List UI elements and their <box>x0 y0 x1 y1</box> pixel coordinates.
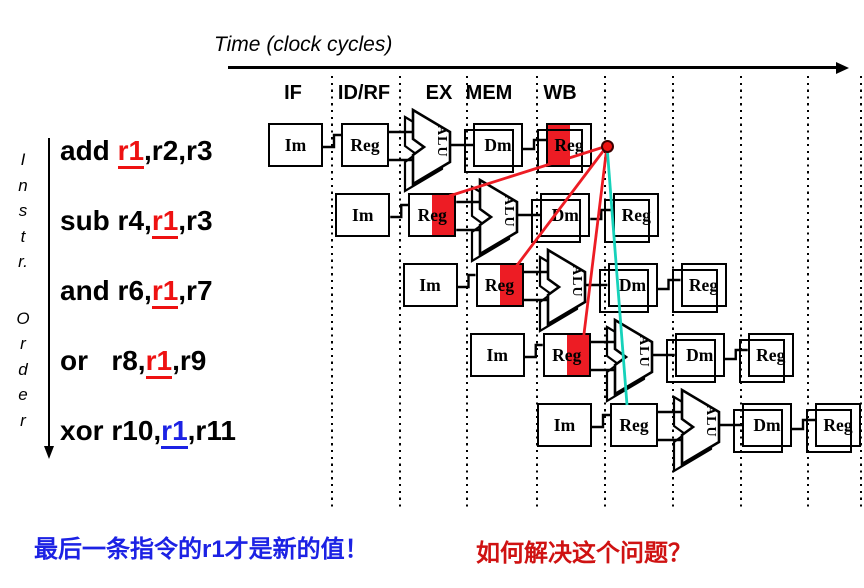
unit-reg-write-add: Reg <box>537 123 592 173</box>
alu-label: ALU <box>501 195 516 228</box>
instr-order-letter: s <box>18 201 28 220</box>
cycle-divider-1 <box>331 76 333 511</box>
operand-r1: r1 <box>145 345 173 379</box>
time-axis-label: Time (clock cycles) <box>214 33 393 56</box>
unit-dm-xor: Dm <box>733 403 792 453</box>
operand-r1: r1 <box>151 275 179 309</box>
unit-reg-read-or: Reg <box>542 333 591 377</box>
unit-im-sub: Im <box>335 193 391 237</box>
time-axis-line <box>228 66 840 69</box>
instr-order-letter: O <box>16 308 30 328</box>
stage-label-if: IF <box>284 82 302 104</box>
unit-reg-write-and: Reg <box>671 263 727 313</box>
alu-label: ALU <box>636 335 651 368</box>
unit-reg-read-sub: Reg <box>408 193 457 237</box>
cycle-divider-8 <box>807 76 809 511</box>
instr-order-letter: t <box>20 226 26 246</box>
unit-reg-read-xor: Reg <box>610 403 658 447</box>
unit-im-and: Im <box>402 263 458 307</box>
cycle-divider-4 <box>536 76 538 511</box>
unit-reg-read-add: Reg <box>341 123 389 167</box>
unit-reg-read-and: Reg <box>475 263 524 307</box>
alu-label: ALU <box>434 125 449 158</box>
instr-order-letter: r <box>20 334 26 353</box>
instruction-text-or: or r8,r1,r9 <box>60 345 206 379</box>
note-new-value: 最后一条指令的r1才是新的值！ <box>34 536 369 563</box>
instr-order-arrowhead-icon <box>43 446 54 459</box>
cycle-divider-7 <box>739 76 742 511</box>
instr-order-letter: n <box>18 175 28 195</box>
stage-label-id-rf: ID/RF <box>337 82 391 104</box>
cycle-divider-2 <box>398 76 401 511</box>
note-how-to-solve: 如何解决这个问题？ <box>476 540 692 567</box>
instruction-text-sub: sub r4,r1,r3 <box>60 205 213 239</box>
instr-order-letter: e <box>18 385 28 404</box>
alu-label: ALU <box>569 265 584 298</box>
stage-label-ex: EX <box>425 82 453 104</box>
instr-order-letter: d <box>18 359 28 379</box>
unit-im-xor: Im <box>537 403 592 447</box>
instr-order-letter: r <box>20 410 26 430</box>
operand-r1: r1 <box>161 415 188 449</box>
cycle-divider-3 <box>466 76 468 511</box>
instruction-text-and: and r6,r1,r7 <box>60 275 213 309</box>
instruction-text-add: add r1,r2,r3 <box>60 135 213 169</box>
unit-reg-write-or: Reg <box>738 333 794 383</box>
instruction-text-xor: xor r10,r1,r11 <box>60 415 236 449</box>
stage-label-wb: WB <box>543 82 577 104</box>
instr-order-line <box>48 138 51 448</box>
unit-dm-and: Dm <box>598 263 658 313</box>
unit-alu-xor: ALU <box>672 387 721 473</box>
stage-label-mem: MEM <box>465 82 513 104</box>
unit-alu-or: ALU <box>605 317 654 403</box>
unit-im-or: Im <box>469 333 525 377</box>
unit-alu-and: ALU <box>538 247 586 333</box>
unit-dm-or: Dm <box>665 333 725 383</box>
unit-alu-sub: ALU <box>471 177 519 263</box>
unit-dm-add: Dm <box>464 123 523 173</box>
cycle-divider-9 <box>860 76 862 511</box>
hazard-dot <box>600 139 614 153</box>
alu-label: ALU <box>703 405 718 438</box>
instr-order-letter: r. <box>18 252 28 271</box>
unit-reg-write-xor: Reg <box>806 403 861 453</box>
unit-alu-add: ALU <box>403 107 452 193</box>
unit-dm-sub: Dm <box>531 193 591 243</box>
time-axis-arrowhead-icon <box>836 61 849 74</box>
instr-order-letter: I <box>20 150 26 169</box>
unit-im-add: Im <box>268 123 323 167</box>
operand-r1: r1 <box>117 135 145 169</box>
unit-reg-write-sub: Reg <box>604 193 660 243</box>
operand-r1: r1 <box>151 205 179 239</box>
